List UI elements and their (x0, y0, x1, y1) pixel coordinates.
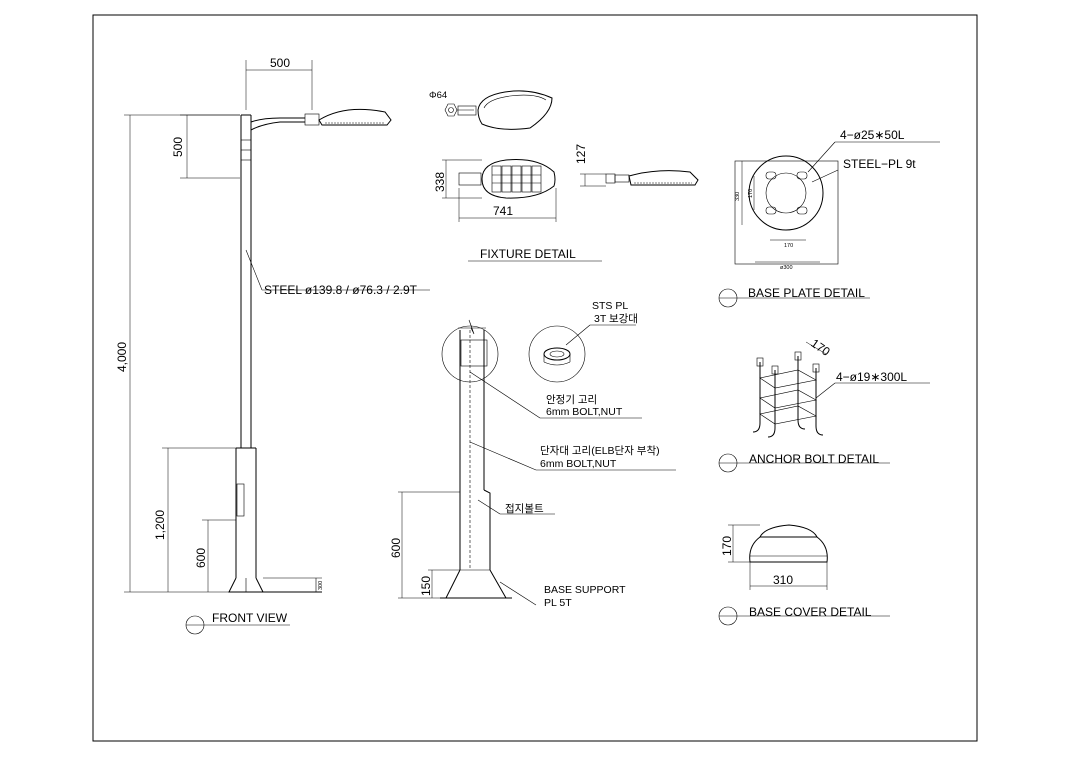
dim-fixture-length: 741 (493, 204, 513, 218)
base-plate-detail-title: BASE PLATE DETAIL (748, 286, 865, 300)
dim-plate-dia: ø300 (780, 265, 793, 271)
fixture-detail-title: FIXTURE DETAIL (480, 247, 576, 261)
fixture-detail: Φ64 338 741 127 FIXTURE DETAIL (429, 90, 699, 262)
dim-fixture-dia: Φ64 (429, 90, 447, 101)
front-view-title: FRONT VIEW (212, 611, 288, 625)
anchor-bolt-detail: 170 4−ø19∗300L ANCHOR BOLT DETAIL (718, 336, 930, 473)
dim-door-bottom: 600 (194, 548, 208, 568)
dim-plate-330: 330 (735, 192, 741, 201)
base-cover-detail: 170 310 BASE COVER DETAIL (718, 524, 890, 626)
dim-support-150: 150 (419, 576, 433, 596)
base-plate-detail: 4−ø25∗50L STEEL−PL 9t 330 170 170 ø300 B… (718, 128, 940, 308)
stabilizer-hook-label: 안정기 고리 (546, 394, 597, 406)
drawing-border (92, 14, 978, 742)
sts-pl-label: STS PL (592, 300, 628, 312)
front-view: 500 500 4,000 1,200 600 300 STEEL ø139.8… (115, 56, 430, 635)
dim-pole-height: 4,000 (115, 342, 129, 372)
base-support-pl-label: PL 5T (544, 597, 572, 609)
dim-support-600: 600 (389, 538, 403, 558)
dim-plate-170-v: 170 (748, 189, 754, 198)
dim-cover-170: 170 (720, 536, 734, 556)
terminal-bolt-label: 6mm BOLT,NUT (540, 458, 617, 470)
dim-fixture-height: 500 (171, 137, 185, 157)
base-support-label: BASE SUPPORT (544, 584, 626, 596)
dim-fixture-width: 338 (433, 172, 447, 192)
plate-steel-label: STEEL−PL 9t (843, 157, 916, 171)
dim-anchor-170: 170 (808, 336, 833, 359)
dim-cover-310: 310 (773, 573, 793, 587)
plate-holes-label: 4−ø25∗50L (840, 128, 905, 142)
dim-base-small: 300 (318, 581, 324, 590)
anchor-spec-label: 4−ø19∗300L (836, 370, 907, 384)
pole-section-detail: 600 150 STS PL 3T 보강대 안정기 고리 6mm BOLT,NU… (389, 300, 676, 609)
steel-spec-label: STEEL ø139.8 / ø76.3 / 2.9T (264, 283, 418, 297)
terminal-hook-label: 단자대 고리(ELB단자 부착) (540, 445, 660, 457)
dim-plate-170-h: 170 (784, 243, 793, 249)
dim-fixture-depth: 127 (574, 144, 588, 164)
stabilizer-bolt-label: 6mm BOLT,NUT (546, 406, 623, 418)
anchor-bolt-detail-title: ANCHOR BOLT DETAIL (749, 452, 879, 466)
ground-bolt-label: 접지볼트 (505, 503, 544, 515)
dim-arm-length: 500 (270, 56, 290, 70)
dim-door-height: 1,200 (153, 510, 167, 540)
sts-pl-reinforcement-label: 3T 보강대 (594, 313, 638, 325)
base-cover-detail-title: BASE COVER DETAIL (749, 605, 872, 619)
